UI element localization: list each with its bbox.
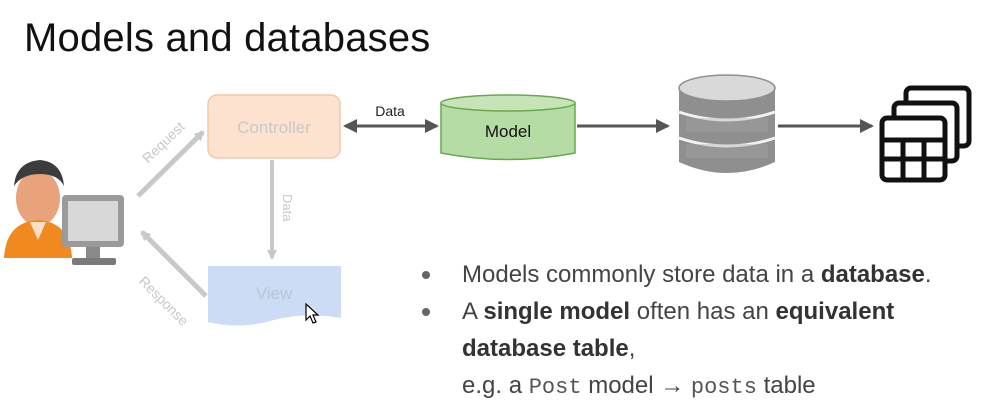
model-node: Model <box>440 94 576 161</box>
slide-title: Models and databases <box>24 16 431 60</box>
bullet-item-database: Models commonly store data in a database… <box>418 256 998 293</box>
view-label: View <box>256 284 293 303</box>
data-label-vertical: Data <box>280 194 295 222</box>
tables-stack-icon <box>879 85 972 183</box>
controller-node: Controller <box>207 94 341 159</box>
data-label-top: Data <box>375 103 405 119</box>
bullet-item-single-model: A single model often has an equivalent d… <box>418 293 998 367</box>
database-server-icon <box>678 74 776 173</box>
request-label: Request <box>139 118 188 166</box>
mouse-pointer-icon <box>305 303 320 324</box>
bullet-dot <box>422 308 430 316</box>
bullet-list: Models commonly store data in a database… <box>418 256 998 406</box>
controller-label: Controller <box>237 118 311 137</box>
view-node: View <box>208 266 341 326</box>
example-line: e.g. a Post model → posts table <box>462 372 816 400</box>
user-at-computer-icon <box>4 160 124 265</box>
bullet-dot <box>422 271 430 279</box>
response-label: Response <box>136 273 192 329</box>
model-label: Model <box>485 122 531 141</box>
